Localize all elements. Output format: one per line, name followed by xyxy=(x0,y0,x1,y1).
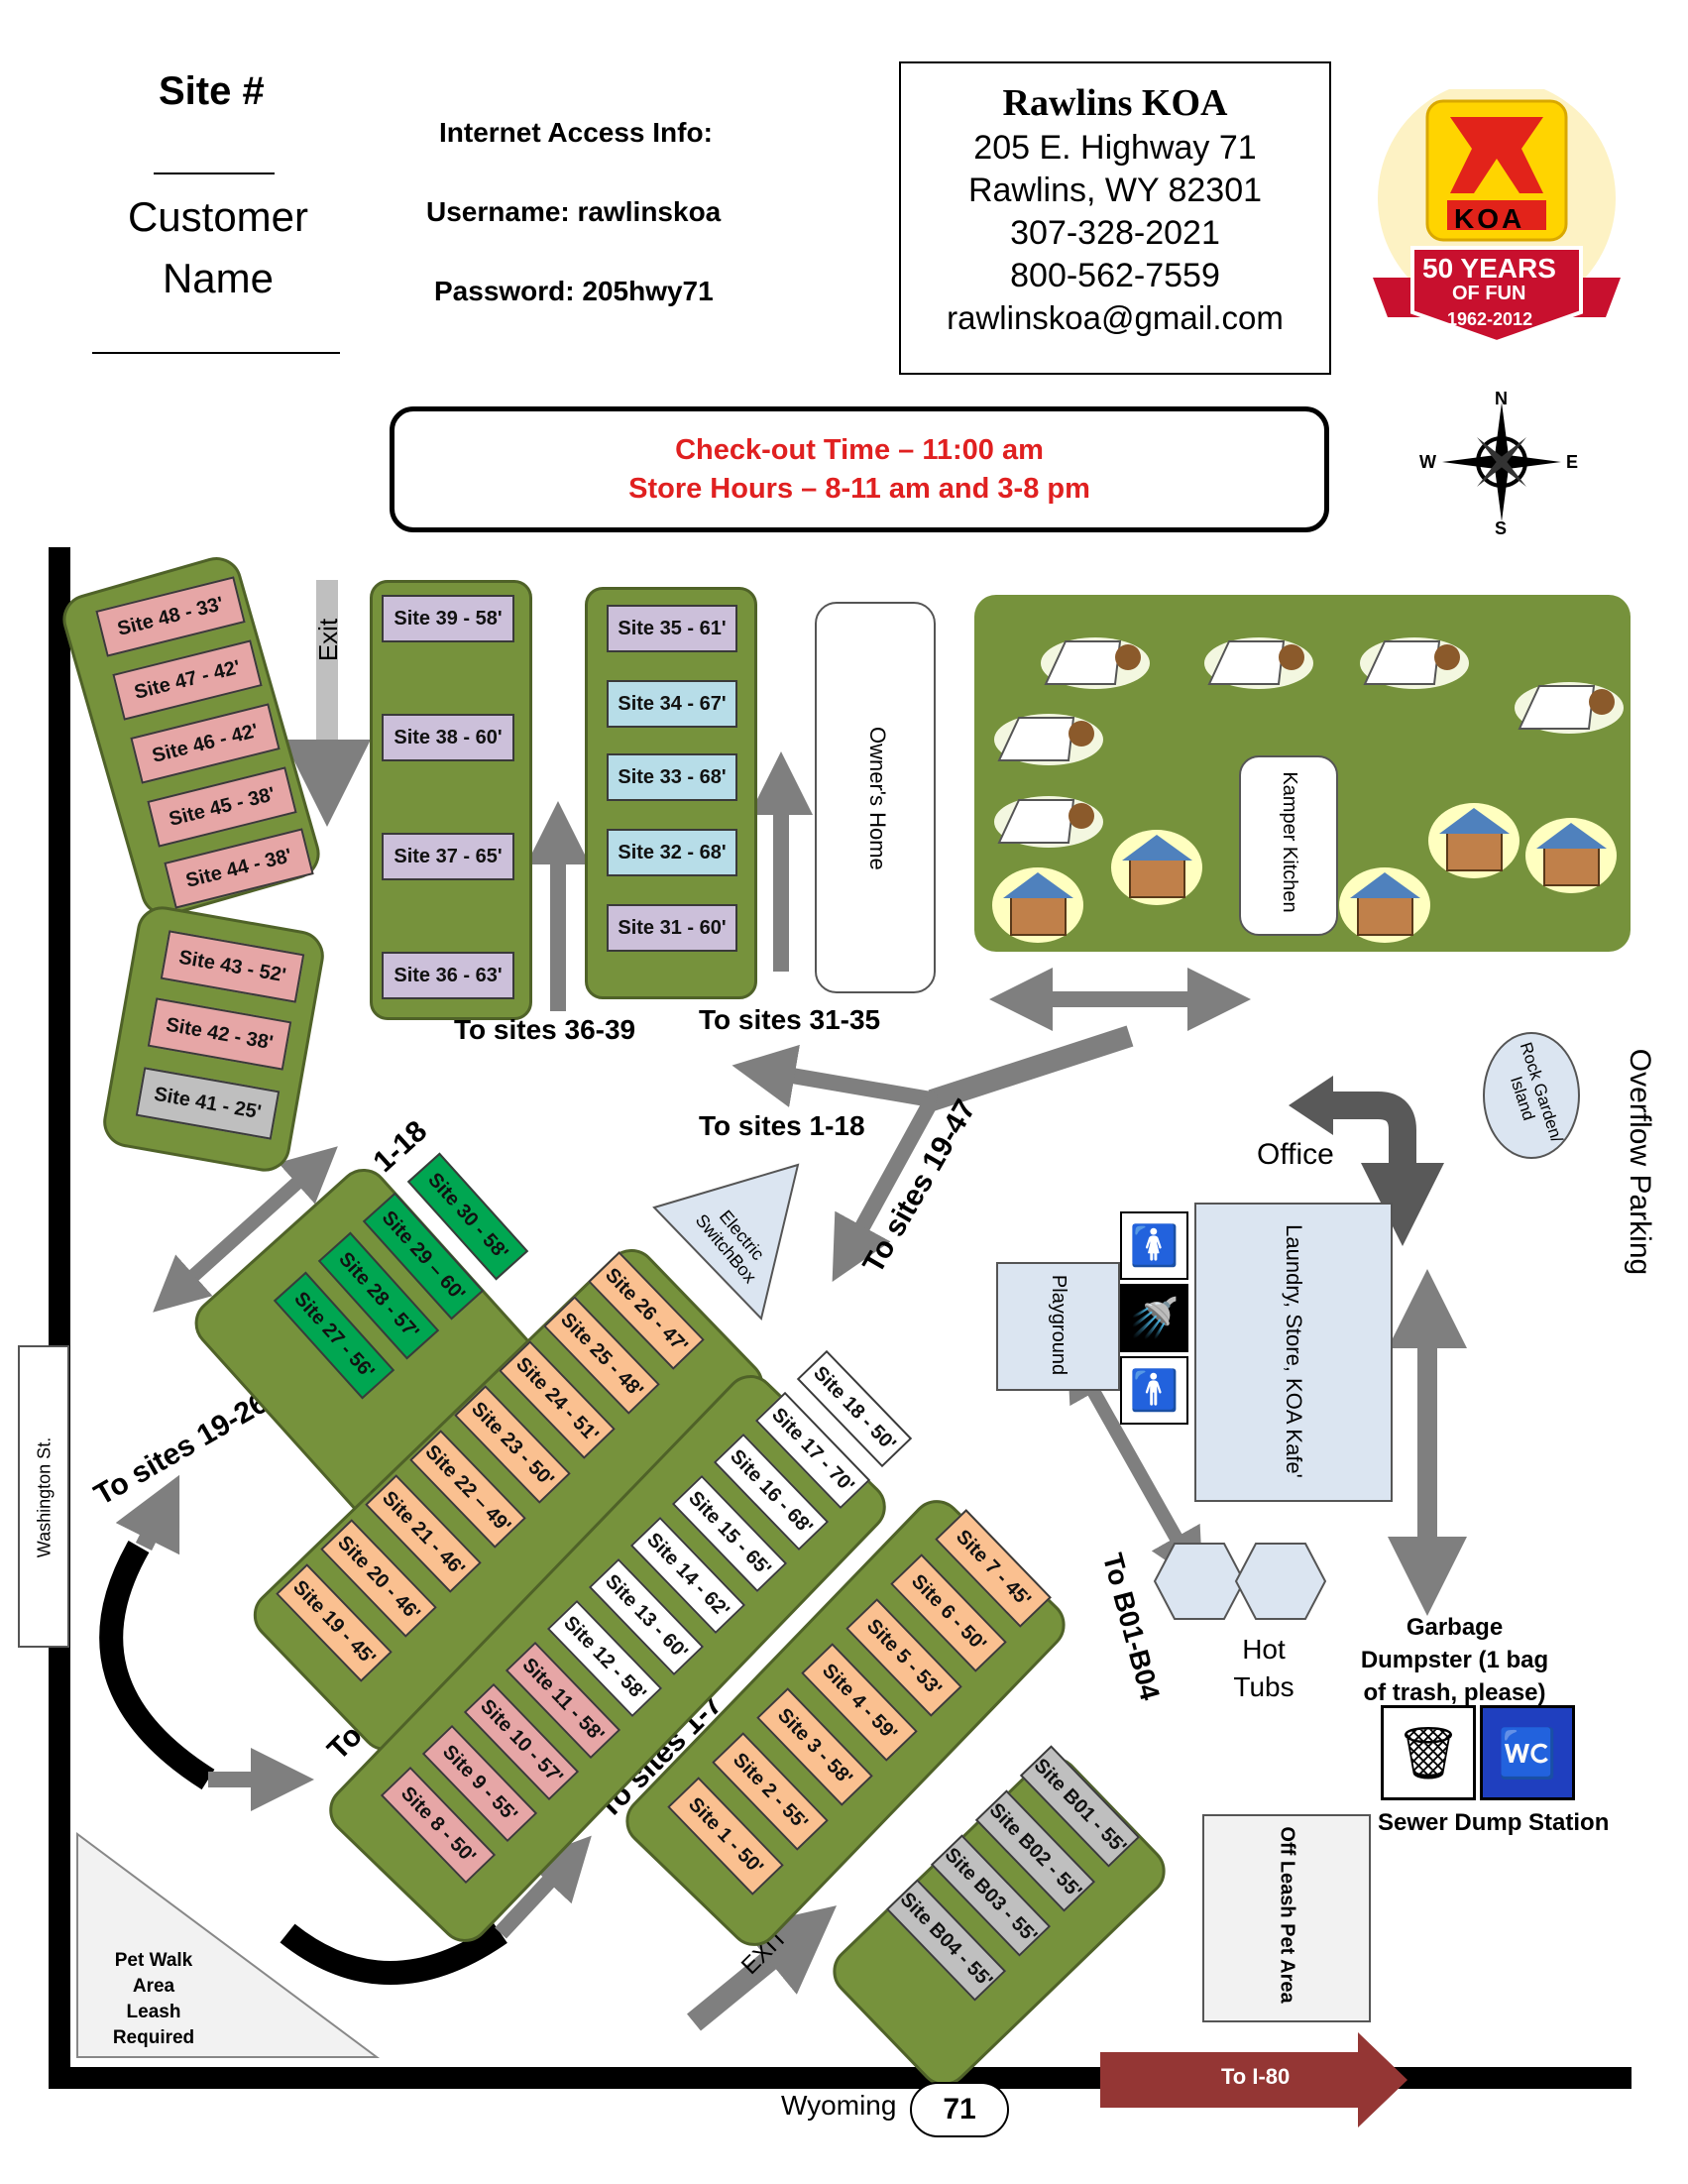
checkout-time: Check-out Time – 11:00 am xyxy=(675,433,1044,466)
site-36[interactable]: Site 36 - 63' xyxy=(382,952,514,999)
site-35[interactable]: Site 35 - 61' xyxy=(607,605,737,652)
site-33[interactable]: Site 33 - 68' xyxy=(607,753,737,801)
koa-fun: OF FUN xyxy=(1452,283,1526,304)
tent-icon xyxy=(1515,674,1624,734)
men-restroom-icon: 🚹 xyxy=(1120,1356,1188,1425)
koa-years: 50 YEARS xyxy=(1422,253,1556,284)
garbage-dumpster-label: Garbage Dumpster (1 bag of trash, please… xyxy=(1360,1614,1549,1706)
compass-rose-icon xyxy=(1442,402,1561,521)
compass-n: N xyxy=(1495,389,1508,408)
owners-home-label: Owner's Home xyxy=(865,727,890,870)
washington-street-label: Washington St. xyxy=(34,1437,55,1558)
washington-street-sign xyxy=(18,1345,69,1648)
compass-s: S xyxy=(1495,518,1508,538)
wyoming-label: Wyoming xyxy=(781,2090,897,2121)
notice-box: Check-out Time – 11:00 am Store Hours – … xyxy=(390,406,1329,532)
owners-home xyxy=(815,602,936,993)
site-31[interactable]: Site 31 - 60' xyxy=(607,904,737,952)
header: Site # Customer Name Internet Access Inf… xyxy=(0,0,1688,538)
tent-icon xyxy=(1041,630,1150,689)
playground-label: Playground xyxy=(1048,1274,1069,1376)
cabin-icon xyxy=(1524,811,1619,895)
to-i80-label: To I-80 xyxy=(1221,2064,1291,2089)
cabin-icon xyxy=(1110,823,1204,907)
cabin-icon xyxy=(991,861,1085,945)
wifi-username: Username: rawlinskoa xyxy=(426,196,722,227)
off-leash-pet-area xyxy=(1202,1814,1371,2022)
wifi-password: Password: 205hwy71 xyxy=(434,276,714,306)
compass: N E S W xyxy=(1417,389,1586,543)
site-39[interactable]: Site 39 - 58' xyxy=(382,595,514,642)
pet-walk-label: Pet Walk Area Leash Required xyxy=(112,1950,195,2048)
sewer-dump-icon: 🚾 xyxy=(1480,1705,1575,1800)
compass-e: E xyxy=(1566,452,1579,472)
koa-logo-graphic xyxy=(1373,79,1621,345)
tent-icon xyxy=(1360,630,1469,689)
customer-name-line xyxy=(92,352,340,354)
cabin-icon xyxy=(1427,796,1521,880)
site-37[interactable]: Site 37 - 65' xyxy=(382,833,514,880)
contact-box: Rawlins KOA 205 E. Highway 71 Rawlins, W… xyxy=(899,61,1331,375)
group-sites-36-39 xyxy=(370,580,532,1020)
office-label: Office xyxy=(1257,1138,1334,1171)
laundry-store-building xyxy=(1194,1203,1393,1502)
shower-icon: 🚿 xyxy=(1120,1284,1188,1352)
site-34[interactable]: Site 34 - 67' xyxy=(607,680,737,728)
koa-brand: KOA xyxy=(1454,203,1525,234)
cabin-icon xyxy=(1338,861,1432,945)
playground xyxy=(996,1262,1120,1391)
sewer-dump-label: Sewer Dump Station xyxy=(1378,1809,1610,1836)
hot-tubs-label: Hot Tubs xyxy=(1233,1634,1294,1702)
laundry-store-label: Laundry, Store, KOA Kafe' xyxy=(1282,1224,1306,1478)
to-sites-31-35-label: To sites 31-35 xyxy=(699,1004,881,1035)
site-38[interactable]: Site 38 - 60' xyxy=(382,714,514,761)
off-leash-label: Off Leash Pet Area xyxy=(1276,1826,1298,2004)
trash-icon: 🗑 xyxy=(1381,1705,1476,1800)
contact-email: rawlinskoa@gmail.com xyxy=(947,299,1284,336)
contact-phone1: 307-328-2021 xyxy=(1010,214,1220,252)
overflow-parking-label: Overflow Parking xyxy=(1624,1048,1657,1276)
contact-address2: Rawlins, WY 82301 xyxy=(967,172,1263,209)
site-32[interactable]: Site 32 - 68' xyxy=(607,829,737,876)
highway-71-number: 71 xyxy=(943,2093,976,2126)
to-sites-1-18-center-label: To sites 1-18 xyxy=(699,1110,865,1141)
women-restroom-icon: 🚺 xyxy=(1120,1211,1188,1280)
highway-71-shield: 71 xyxy=(910,2082,1009,2137)
store-hours: Store Hours – 8-11 am and 3-8 pm xyxy=(628,472,1090,505)
compass-w: W xyxy=(1419,452,1436,472)
internet-title: Internet Access Info: xyxy=(439,117,713,148)
kamper-kitchen-label: Kamper Kitchen xyxy=(1279,771,1300,913)
contact-name: Rawlins KOA xyxy=(1002,82,1228,124)
koa-logo: KOA 50 YEARS OF FUN 1962-2012 xyxy=(1353,79,1640,357)
kamper-kitchen xyxy=(1239,755,1338,936)
exit-top-label: Exit xyxy=(313,618,344,662)
site-number-label: Site # xyxy=(159,69,265,113)
customer-name-label: Customer Name xyxy=(127,193,309,301)
contact-phone2: 800-562-7559 xyxy=(1010,257,1220,294)
tent-icon xyxy=(1204,630,1313,689)
contact-address1: 205 E. Highway 71 xyxy=(973,129,1257,167)
tent-icon xyxy=(994,788,1103,848)
tent-icon xyxy=(994,706,1103,765)
koa-dates: 1962-2012 xyxy=(1447,309,1533,329)
to-sites-36-39-label: To sites 36-39 xyxy=(454,1014,636,1045)
site-number-line xyxy=(154,172,275,174)
